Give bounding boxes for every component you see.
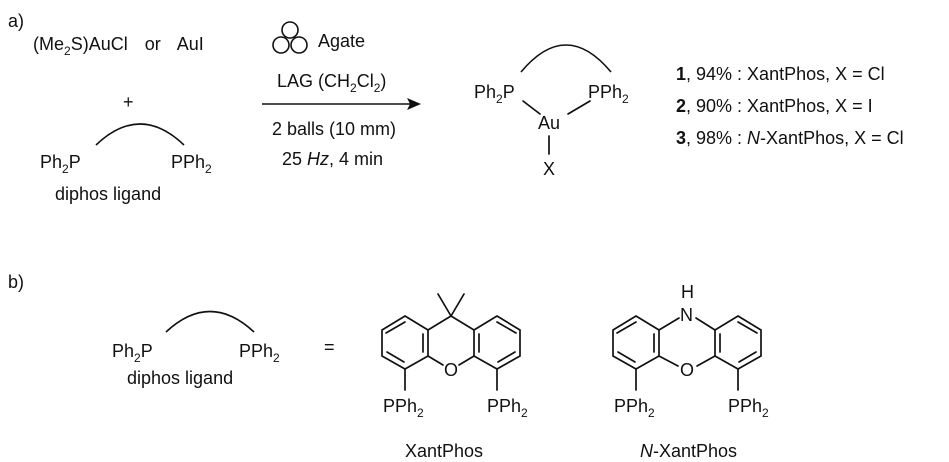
reaction-arrow-head [407,98,421,110]
ligand-b-backbone-arc [165,310,255,333]
n-xantphos-oxygen: O [680,360,694,380]
xantphos-oxygen: O [444,360,458,380]
result-1: 1, 94% : XantPhos, X = Cl [676,64,885,84]
ligand-pph2: PPh2 [171,152,212,176]
ligand-b-label: diphos ligand [127,368,233,388]
agate-label: Agate [318,31,365,51]
panel-a-label: a) [8,11,24,31]
result-3: 3, 98% : N-XantPhos, X = Cl [676,128,904,148]
xantphos-right-pph2: PPh2 [487,396,528,420]
ligand-ph2p: Ph2P [40,152,81,176]
frequency-condition: 25 Hz, 4 min [282,149,383,169]
panel-b-label: b) [8,272,24,292]
xantphos-structure [381,293,521,391]
n-xantphos-name: N-XantPhos [640,441,737,461]
n-xantphos-nitrogen: N [680,305,693,325]
product-backbone-arc [520,44,612,73]
p-au-bond-right [567,100,591,115]
ligand-b-ph2p: Ph2P [112,341,153,365]
agate-balls-icon [272,21,308,54]
ligand-backbone-arc [95,123,185,146]
ligand-label: diphos ligand [55,184,161,204]
ligand-b-pph2: PPh2 [239,341,280,365]
product-pph2: PPh2 [588,82,629,106]
product-ph2p: Ph2P [474,82,515,106]
product-x: X [543,159,555,179]
p-au-bond-left [522,100,541,115]
product-au: Au [538,113,560,133]
gold-precursors: (Me2S)AuCl or AuI [33,34,204,58]
n-xantphos-structure [612,315,762,391]
xantphos-left-pph2: PPh2 [383,396,424,420]
balls-condition: 2 balls (10 mm) [272,119,396,139]
plus-sign: + [123,92,134,112]
n-xantphos-hydrogen: H [681,282,694,302]
xantphos-name: XantPhos [405,441,483,461]
lag-condition: LAG (CH2Cl2) [277,71,386,95]
n-xantphos-left-pph2: PPh2 [614,396,655,420]
n-xantphos-right-pph2: PPh2 [728,396,769,420]
equals-sign: = [324,337,335,357]
result-2: 2, 90% : XantPhos, X = I [676,96,873,116]
